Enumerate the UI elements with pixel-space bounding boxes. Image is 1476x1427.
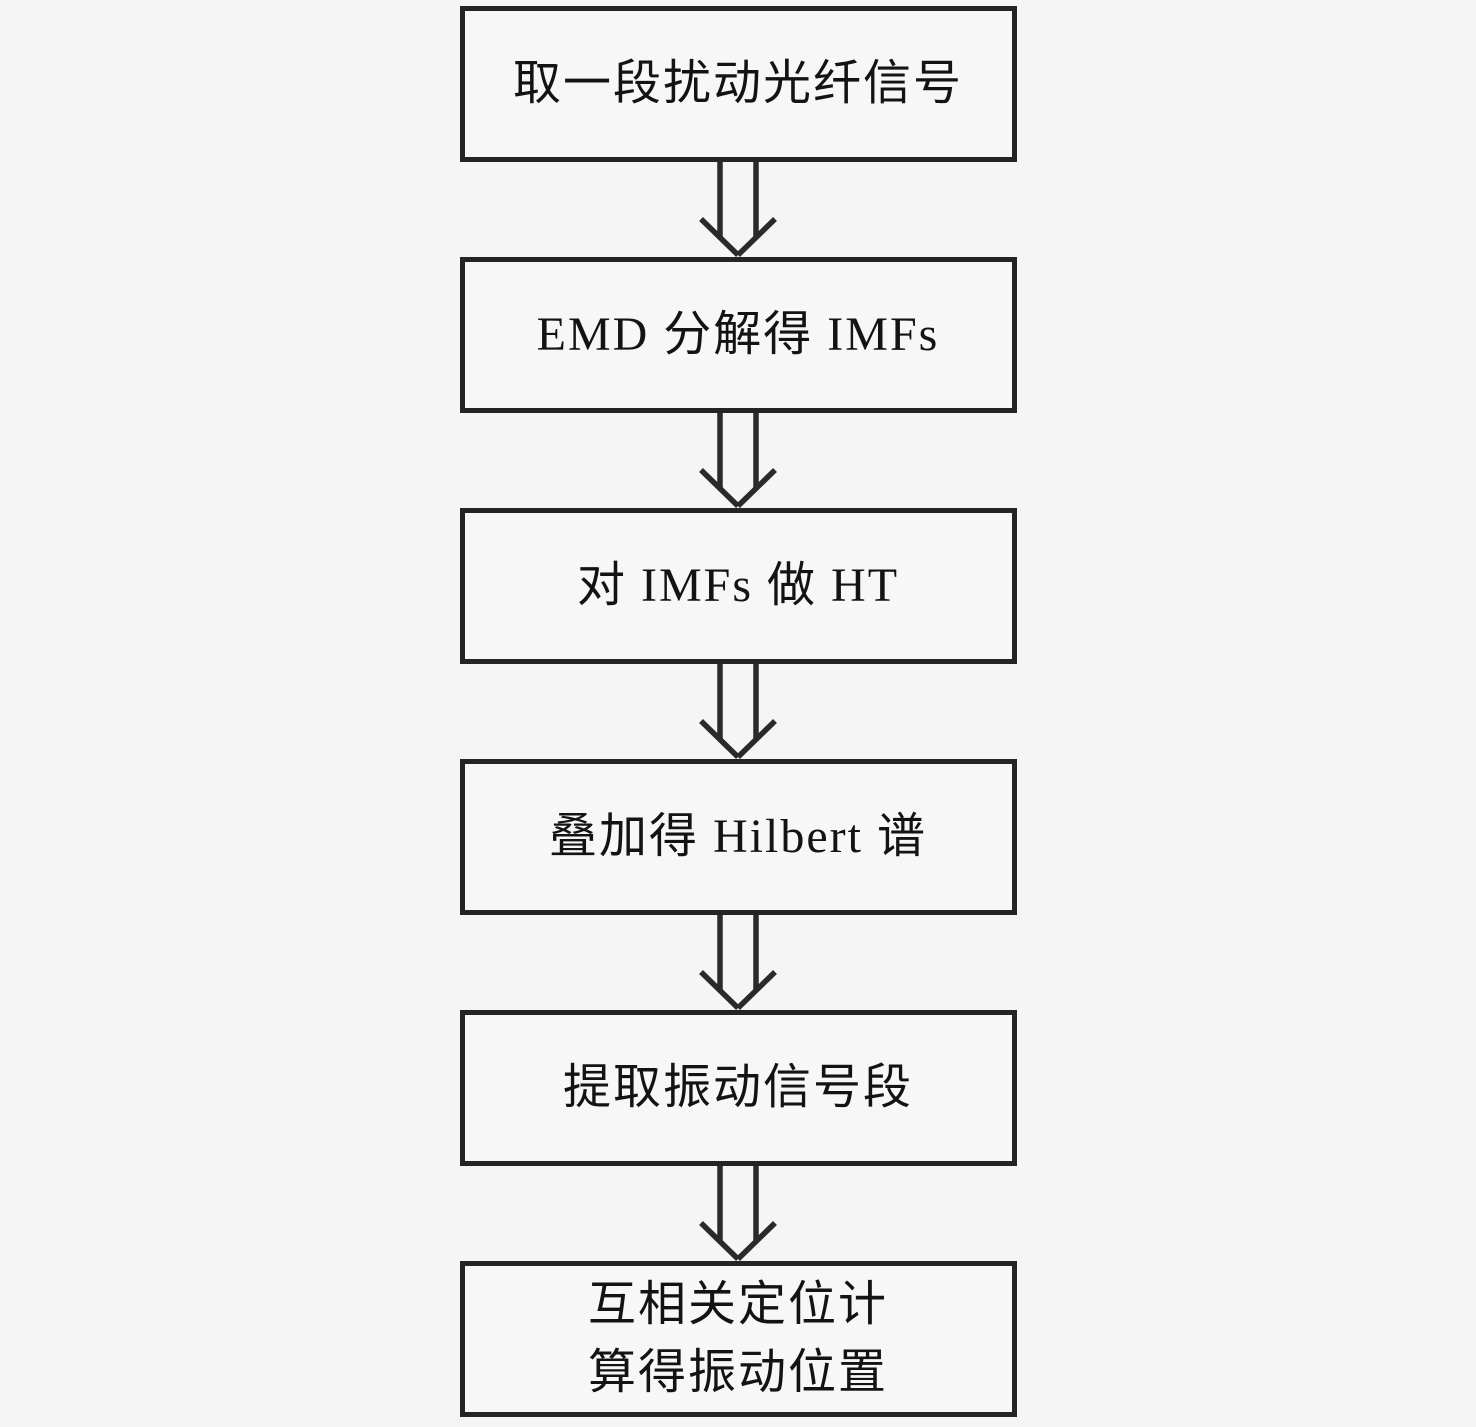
step-label-line2: 算得振动位置 — [587, 1346, 888, 1399]
step-label: 对 IMFs 做 HT — [576, 558, 900, 612]
flow-step-extract-vibration-segment: 提取振动信号段 — [459, 1010, 1017, 1166]
step-label: 叠加得 Hilbert 谱 — [549, 809, 927, 863]
down-arrow-icon — [699, 162, 777, 257]
flow-step-hilbert-transform: 对 IMFs 做 HT — [459, 508, 1017, 664]
step-label: 取一段扰动光纤信号 — [512, 56, 963, 110]
down-arrow-icon — [699, 664, 777, 759]
down-arrow-icon — [699, 413, 777, 508]
flow-step-cross-correlation-locate: 互相关定位计 算得振动位置 — [459, 1261, 1017, 1417]
step-label: 互相关定位计 — [587, 1277, 888, 1331]
flow-step-hilbert-spectrum: 叠加得 Hilbert 谱 — [459, 759, 1017, 915]
step-label: EMD 分解得 IMFs — [536, 307, 940, 361]
down-arrow-icon — [699, 1166, 777, 1261]
flow-step-emd-decompose: EMD 分解得 IMFs — [459, 257, 1017, 413]
flow-step-take-fiber-signal: 取一段扰动光纤信号 — [459, 6, 1017, 162]
down-arrow-icon — [699, 915, 777, 1010]
step-label: 提取振动信号段 — [562, 1060, 913, 1114]
